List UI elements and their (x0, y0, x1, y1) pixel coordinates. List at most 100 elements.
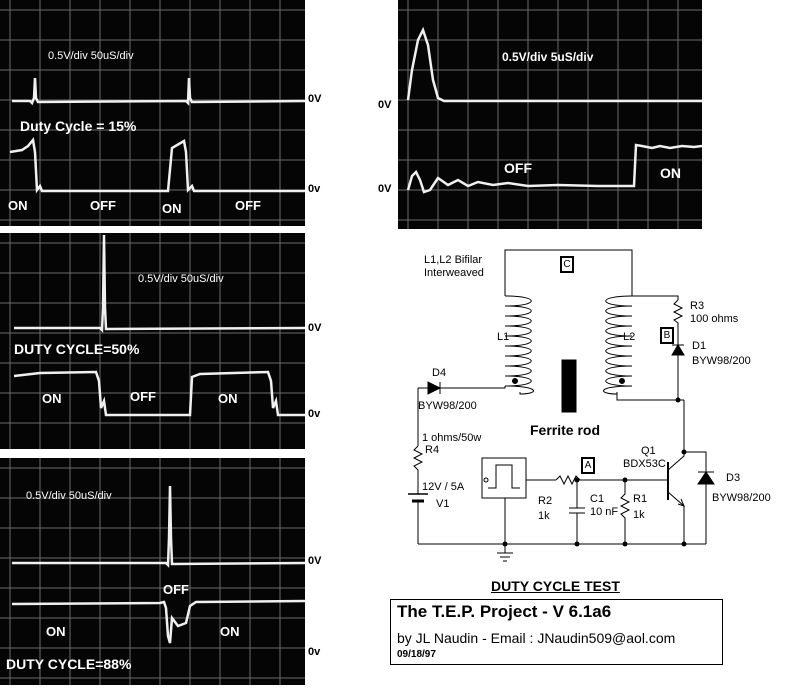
scope-88-zero-top: 0V (308, 555, 322, 567)
r1-value: 1k (633, 509, 645, 521)
wire-l2-r3 (632, 295, 679, 300)
scope-88-zero-bottom: 0v (308, 646, 321, 658)
pulse-generator (481, 457, 527, 499)
r2-name: R2 (538, 495, 553, 507)
scope-50-on-1: ON (42, 391, 62, 406)
wire-d4-l1 (440, 386, 506, 389)
r1-name: R1 (633, 493, 648, 505)
scope-88-on-2: ON (220, 624, 240, 639)
test-point-b: B (660, 327, 674, 344)
coil-l2 (603, 295, 633, 395)
project-title: The T.E.P. Project - V 6.1a6 (397, 602, 612, 621)
byline: by JL Naudin - Email : JNaudin509@aol.co… (397, 630, 676, 646)
resistor-r1 (619, 480, 631, 544)
core-label: Ferrite rod (530, 422, 601, 438)
scope-88-duty: DUTY CYCLE=88% (6, 656, 132, 672)
d1-name: D1 (692, 340, 707, 352)
junction-r1 (622, 477, 628, 483)
coil-note-1: L1,L2 Bifilar (424, 254, 483, 266)
scope-88-traces (0, 458, 305, 685)
scope-88-scale: 0.5V/div 50uS/div (26, 490, 112, 502)
junction-d3-node (681, 449, 687, 455)
scope-zoom-traces (398, 0, 702, 229)
scope-50-duty: DUTY CYCLE=50% (14, 341, 140, 357)
scope-duty-15: 0.5V/div 50uS/div Duty Cycle = 15% ON OF… (0, 0, 305, 226)
ferrite-rod (561, 359, 577, 413)
transistor-q1-arrow (677, 498, 685, 507)
scope-50-zero-top: 0V (308, 322, 322, 334)
scope-50-scale: 0.5V/div 50uS/div (138, 273, 224, 285)
d3-name: D3 (726, 472, 741, 484)
scope-zoom-scale: 0.5V/div 5uS/div (502, 50, 594, 64)
scope-15-on-2: ON (162, 201, 182, 216)
scope-duty-50: 0.5V/div 50uS/div DUTY CYCLE=50% ON OFF … (0, 233, 305, 449)
title-box: The T.E.P. Project - V 6.1a6 by JL Naudi… (390, 599, 723, 665)
scope-88-off: OFF (163, 582, 189, 597)
scope-50-on-2: ON (218, 391, 238, 406)
junction-gen-ground (502, 541, 508, 547)
junction-r1-ground (622, 541, 628, 547)
scope-15-off-1: OFF (90, 198, 116, 213)
test-point-c: C (560, 256, 574, 273)
scope-15-zero-bottom: 0v (308, 183, 321, 195)
scope-15-scale: 0.5V/div 50uS/div (48, 50, 134, 62)
scope-zoom-zero-top: 0V (378, 99, 392, 111)
c1-name: C1 (590, 493, 605, 505)
diode-d1 (671, 344, 685, 356)
coil-note-2: Interweaved (424, 267, 484, 279)
capacitor-c1 (569, 480, 585, 544)
d1-value: BYW98/200 (692, 355, 751, 367)
scope-50-zero-bottom: 0v (308, 408, 321, 420)
junction-q1-ground (681, 541, 687, 547)
q1-value: BDX53C (623, 458, 666, 470)
coil-l1 (504, 295, 534, 395)
coil-l2-label: L2 (623, 331, 636, 343)
coil-l1-dot (512, 378, 518, 384)
wire-d3-top (684, 451, 707, 472)
d4-value: BYW98/200 (418, 400, 477, 412)
v1-name: V1 (436, 498, 450, 510)
r4-name: R4 (425, 444, 440, 456)
r4-value: 1 ohms/50w (422, 432, 482, 444)
caption-heading: DUTY CYCLE TEST (491, 578, 620, 594)
scope-50-off-1: OFF (130, 389, 156, 404)
junction-c1-ground (574, 541, 580, 547)
pulse-generator-terminal (483, 477, 489, 483)
test-point-a: A (581, 457, 595, 474)
scope-15-traces (0, 0, 305, 226)
d4-name: D4 (432, 367, 447, 379)
date: 09/18/97 (397, 649, 436, 660)
pulse-waveform-icon (488, 464, 520, 489)
d3-value: BYW98/200 (712, 492, 771, 504)
scope-duty-88: 0.5V/div 50uS/div OFF ON ON DUTY CYCLE=8… (0, 458, 305, 685)
r2-value: 1k (538, 510, 550, 522)
transistor-q1-collector (667, 400, 685, 471)
junction-d1-node (675, 397, 681, 403)
v1-value: 12V / 5A (422, 481, 465, 493)
resistor-r4 (412, 445, 424, 494)
ground-symbol (497, 544, 513, 562)
scope-88-on-1: ON (46, 624, 66, 639)
scope-zoom-zero-bottom: 0V (378, 183, 392, 195)
scope-zoom-off: OFF (504, 160, 532, 176)
coil-l1-label: L1 (497, 331, 510, 343)
wire-d1-l2 (616, 355, 679, 401)
scope-15-off-2: OFF (235, 198, 261, 213)
wire-top-loop (504, 249, 633, 296)
diode-d4 (427, 381, 442, 395)
scope-15-on-1: ON (8, 198, 28, 213)
scope-zoom-on: ON (660, 165, 681, 181)
scope-zoom: 0.5V/div 5uS/div OFF ON (398, 0, 702, 229)
q1-name: Q1 (641, 445, 656, 457)
scope-15-duty: Duty Cycle = 15% (20, 118, 137, 134)
c1-value: 10 nF (590, 506, 619, 518)
r3-name: R3 (690, 300, 705, 312)
resistor-r2 (555, 474, 668, 486)
coil-l2-dot (619, 378, 625, 384)
junction-c1 (574, 477, 580, 483)
resistor-r3 (672, 299, 684, 345)
r3-value: 100 ohms (690, 313, 739, 325)
scope-15-zero-top: 0V (308, 93, 322, 105)
scope-50-traces (0, 233, 305, 449)
